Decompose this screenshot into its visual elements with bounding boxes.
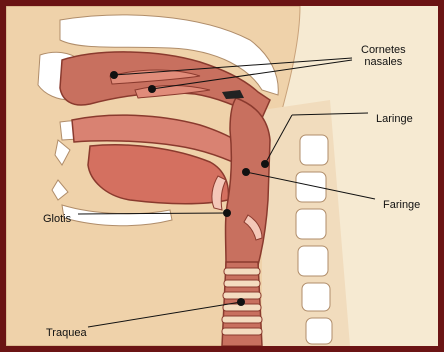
label-traquea: Traquea — [46, 327, 87, 339]
vertebra — [302, 283, 330, 311]
label-cornetes-nasales: Cornetes nasales — [361, 44, 406, 68]
tracheal-ring — [224, 280, 260, 287]
label-glotis: Glotis — [43, 213, 71, 225]
dot-glotis — [223, 209, 231, 217]
tracheal-ring — [223, 292, 261, 299]
dot-cornetes-2 — [148, 85, 156, 93]
vertebra — [306, 318, 332, 344]
label-faringe: Faringe — [383, 199, 420, 211]
tracheal-ring — [222, 328, 262, 335]
dot-traquea — [237, 298, 245, 306]
label-cornetes-line1: Cornetes — [361, 44, 406, 56]
pharynx — [226, 98, 271, 265]
tracheal-ring — [222, 316, 262, 323]
label-cornetes-line2: nasales — [364, 56, 402, 68]
dot-faringe — [242, 168, 250, 176]
vertebra — [296, 209, 326, 239]
dot-laringe — [261, 160, 269, 168]
vertebra — [298, 246, 328, 276]
vertebra — [296, 172, 326, 202]
vertebra — [300, 135, 328, 165]
tracheal-ring — [224, 268, 260, 275]
label-laringe: Laringe — [376, 113, 413, 125]
dot-cornetes-1 — [110, 71, 118, 79]
